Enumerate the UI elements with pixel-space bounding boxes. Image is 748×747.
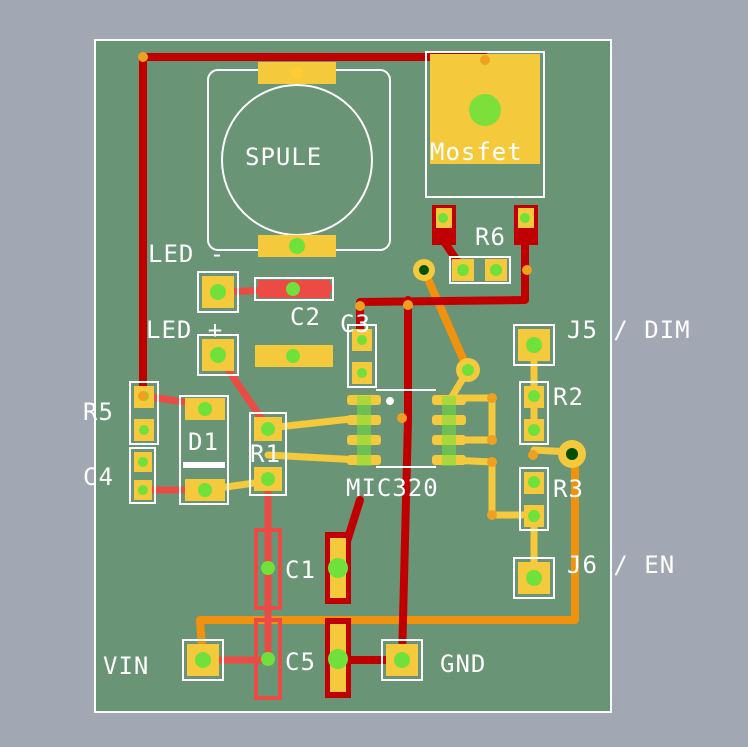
- ic-mic320: MIC320: [346, 389, 466, 502]
- r2-label: R2: [553, 383, 584, 411]
- resistor-r1: R1: [249, 412, 287, 496]
- led-minus-label: LED -: [148, 240, 225, 268]
- j5-label: J5 / DIM: [567, 316, 691, 344]
- resistor-r3: R3: [519, 467, 584, 531]
- vin-label: VIN: [103, 652, 149, 680]
- c1-label: C1: [285, 556, 316, 584]
- gnd-label: GND: [440, 650, 486, 678]
- spule-label: SPULE: [245, 143, 322, 171]
- small-vias: [138, 52, 538, 520]
- mic-label: MIC320: [346, 474, 439, 502]
- mosfet: Mosfet: [425, 51, 545, 245]
- capacitor-c5: C5: [254, 618, 316, 700]
- led-minus-connector: LED -: [148, 240, 239, 313]
- led-plus-label: LED +: [146, 316, 223, 344]
- connector-gnd: GND: [381, 639, 486, 681]
- capacitor-c4: C4: [83, 447, 156, 504]
- j6-label: J6 / EN: [567, 551, 675, 579]
- c5-label: C5: [285, 648, 316, 676]
- r5-label: R5: [83, 398, 114, 426]
- led-plus-connector: LED +: [146, 316, 239, 376]
- capacitor-c5-top: [325, 618, 351, 698]
- d1-label: D1: [188, 428, 219, 456]
- capacitor-c2: C2: [254, 277, 334, 331]
- mosfet-label: Mosfet: [430, 138, 523, 166]
- r3-label: R3: [553, 475, 584, 503]
- capacitor-c1-top: [325, 532, 351, 604]
- r1-label: R1: [250, 440, 281, 468]
- coil-spule: SPULE: [207, 62, 391, 257]
- connector-j6: J6 / EN: [513, 551, 675, 599]
- capacitor-c1: C1: [254, 528, 316, 610]
- resistor-r2: R2: [519, 381, 584, 445]
- c2-label: C2: [290, 303, 321, 331]
- connector-j5: J5 / DIM: [513, 316, 691, 366]
- diode-d1: D1: [179, 395, 229, 505]
- c4-label: C4: [83, 463, 114, 491]
- capacitor-c3: C3: [340, 310, 377, 388]
- r6-label: R6: [475, 223, 506, 251]
- connector-vin: VIN: [103, 639, 224, 681]
- resistor-r6: R6: [449, 223, 511, 284]
- c3-label: C3: [340, 310, 371, 338]
